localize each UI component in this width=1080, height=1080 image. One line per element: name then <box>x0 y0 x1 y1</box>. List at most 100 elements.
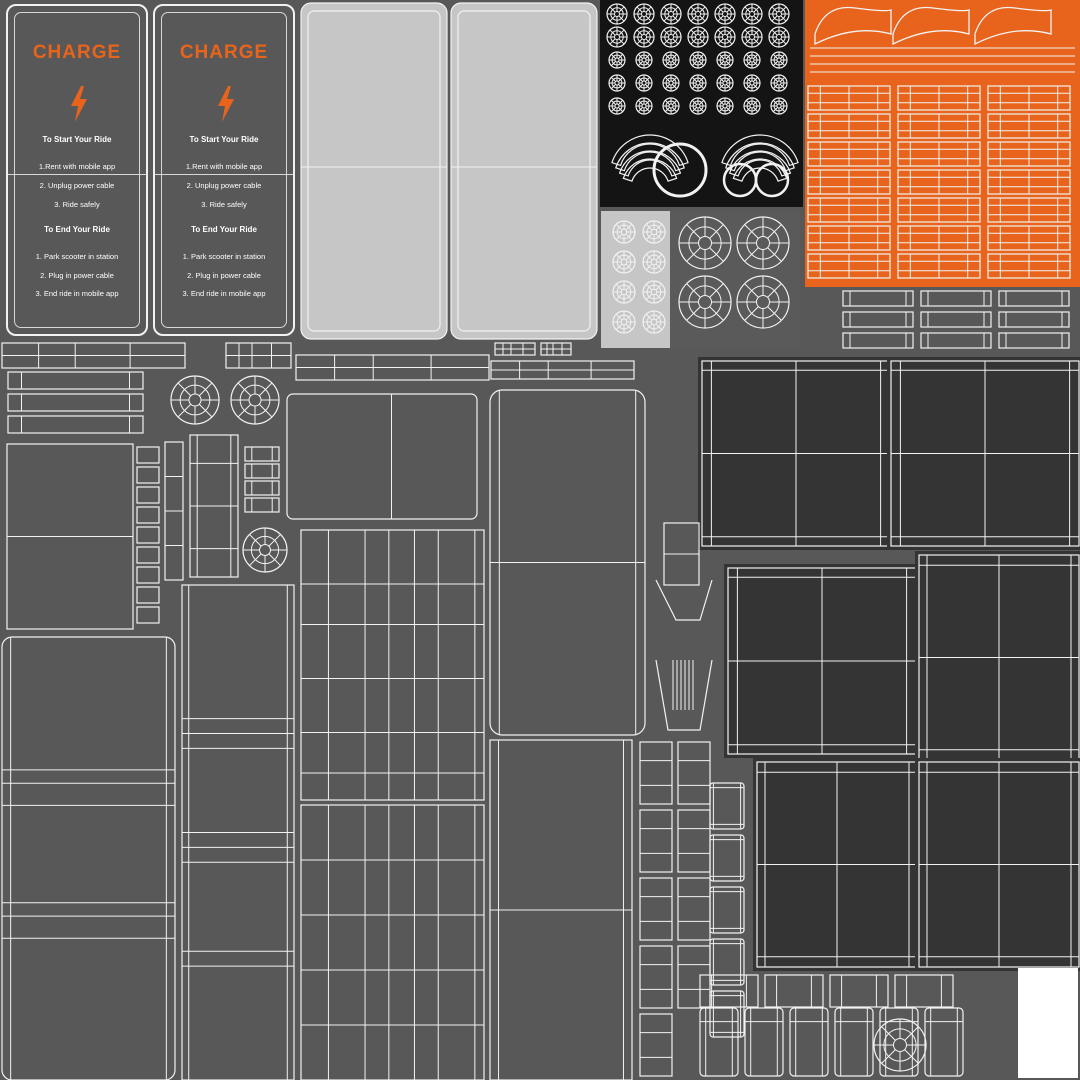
uv-island <box>7 371 144 390</box>
uv-island <box>789 1007 829 1077</box>
wheel-uv-spoke <box>780 61 786 67</box>
wheel-uv-spoke <box>625 293 633 301</box>
wheel-uv-spoke <box>610 76 616 82</box>
wheel-uv-spoke <box>780 84 786 90</box>
wheel-uv-spoke <box>726 107 732 113</box>
uv-island <box>136 566 160 584</box>
wheel-uv-spoke <box>636 38 643 45</box>
arc-uv <box>728 150 792 177</box>
wheel-uv-spoke <box>726 76 732 82</box>
strip-uv <box>998 332 1070 349</box>
wheel-uv-spoke <box>237 382 252 397</box>
wheel-uv-spoke <box>645 29 652 36</box>
wheel-uv-spoke <box>609 15 616 22</box>
uv-island <box>136 606 160 624</box>
wheel-uv-spoke <box>690 6 697 13</box>
wheel-uv-spoke <box>744 247 759 262</box>
arc-uv <box>611 134 689 167</box>
uv-island <box>677 809 711 873</box>
uv-island <box>7 393 144 412</box>
white-uv-block <box>1018 968 1078 1078</box>
wheel-uv-spoke <box>780 29 787 36</box>
wheel-uv-spoke <box>726 84 732 90</box>
wheel-uv-spoke <box>718 61 724 67</box>
wheel-uv-spoke <box>636 29 643 36</box>
wheel-uv-spoke <box>690 38 697 45</box>
uv-island <box>457 10 591 332</box>
wheel-uv-spoke <box>618 107 624 113</box>
wheel-uv-hub <box>259 544 271 556</box>
wheel-uv-spoke <box>268 534 281 547</box>
end-step-2: 2. Plug in power cable <box>187 271 261 280</box>
wheel-uv-spoke <box>699 6 706 13</box>
wheel-uv-spoke <box>690 15 697 22</box>
arc-uv <box>618 150 682 177</box>
wheel-uv-spoke <box>645 313 653 321</box>
start-step-2: 2. Unplug power cable <box>39 181 115 190</box>
wheel-uv-spoke <box>249 534 262 547</box>
wheel-uv-spoke <box>655 223 663 231</box>
wheel-uv-spoke <box>699 99 705 105</box>
uv-island <box>136 466 160 484</box>
wheel-uv-spoke <box>753 99 759 105</box>
wheel-uv-spoke <box>663 15 670 22</box>
wheel-uv-spoke <box>177 382 192 397</box>
wheel-uv-spoke <box>744 15 751 22</box>
wheel-uv-spoke <box>744 6 751 13</box>
wheel-uv-spoke <box>744 306 759 321</box>
wheel-uv-spoke <box>610 99 616 105</box>
wheel-uv-spoke <box>645 223 653 231</box>
uv-island <box>677 741 711 805</box>
wheel-uv-spoke <box>268 553 281 566</box>
wheel-uv-spoke <box>625 283 633 291</box>
wheel-uv-spoke <box>664 107 670 113</box>
wheel-uv-spoke <box>645 107 651 113</box>
uv-island <box>677 877 711 941</box>
wheel-uv-spoke <box>709 306 724 321</box>
wheel-uv-spoke <box>709 224 724 239</box>
wheel-uv-spoke <box>618 76 624 82</box>
arc-uv <box>615 142 685 172</box>
wheel-uv-hub <box>248 393 262 407</box>
wheel-uv-spoke <box>699 38 706 45</box>
uv-island <box>639 877 673 941</box>
uv-island <box>924 1007 964 1077</box>
stem-uv <box>655 659 713 731</box>
light-uv-block <box>601 211 670 348</box>
uv-island <box>244 497 280 513</box>
wheel-uv-spoke <box>753 84 759 90</box>
wheel-uv-spoke <box>744 224 759 239</box>
wheel-uv-spoke <box>655 263 663 271</box>
wheel-uv-spoke <box>645 323 653 331</box>
wheel-uv-spoke <box>618 38 625 45</box>
wheel-uv-spoke <box>655 233 663 241</box>
uv-island <box>744 1007 784 1077</box>
start-step-3: 3. Ride safely <box>201 200 247 209</box>
wheel-uv-spoke <box>258 382 273 397</box>
fender-uv <box>974 6 1052 46</box>
wheel-uv-spoke <box>691 99 697 105</box>
wheel-uv-spoke <box>625 223 633 231</box>
wheel-uv-spoke <box>615 313 623 321</box>
wheel-uv-spoke <box>753 53 759 59</box>
wheel-uv-spoke <box>618 99 624 105</box>
wheel-uv-spoke <box>618 15 625 22</box>
wheel-uv-spoke <box>691 76 697 82</box>
wheel-uv-spoke <box>753 29 760 36</box>
wheel-uv-spoke <box>672 107 678 113</box>
uv-island <box>699 1007 739 1077</box>
wheel-uv-spoke <box>655 293 663 301</box>
wheel-uv-spoke <box>625 233 633 241</box>
lightning-bolt-icon <box>71 86 87 122</box>
charge-sign-panel-2: CHARGE To Start Your Ride 1.Rent with mo… <box>153 4 295 336</box>
uv-island <box>639 741 673 805</box>
wheel-uv-spoke <box>637 53 643 59</box>
wheel-uv-spoke <box>237 403 252 418</box>
uv-island <box>1 636 176 1080</box>
wheel-uv-spoke <box>618 29 625 36</box>
uv-island <box>639 945 673 1009</box>
uv-island <box>709 990 745 1038</box>
wheel-uv-spoke <box>610 107 616 113</box>
stem-uv <box>655 579 713 621</box>
wheel-uv-spoke <box>745 76 751 82</box>
